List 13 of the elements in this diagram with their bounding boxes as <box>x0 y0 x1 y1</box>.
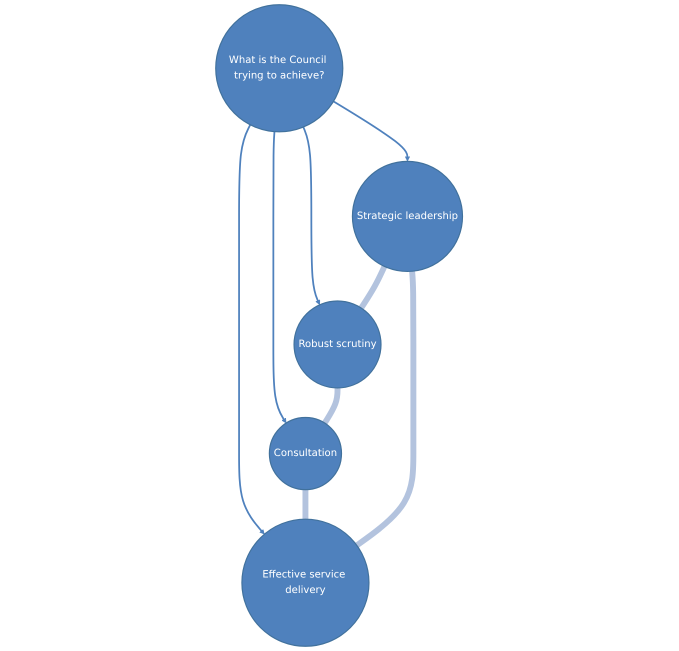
arrow <box>238 124 265 534</box>
node-circle: Strategic leadership <box>352 160 464 272</box>
node-circle: Robust scrutiny <box>294 300 382 389</box>
connector <box>302 489 309 520</box>
connector <box>322 387 341 425</box>
node-circle: Consultation <box>269 416 342 490</box>
arrow <box>302 126 321 306</box>
arrow <box>333 100 410 162</box>
connector <box>356 270 417 548</box>
node-circle: What is the Council trying to achieve? <box>216 4 344 132</box>
arrow <box>272 132 287 424</box>
connector <box>359 265 388 310</box>
node-circle: Effective service delivery <box>242 518 370 647</box>
